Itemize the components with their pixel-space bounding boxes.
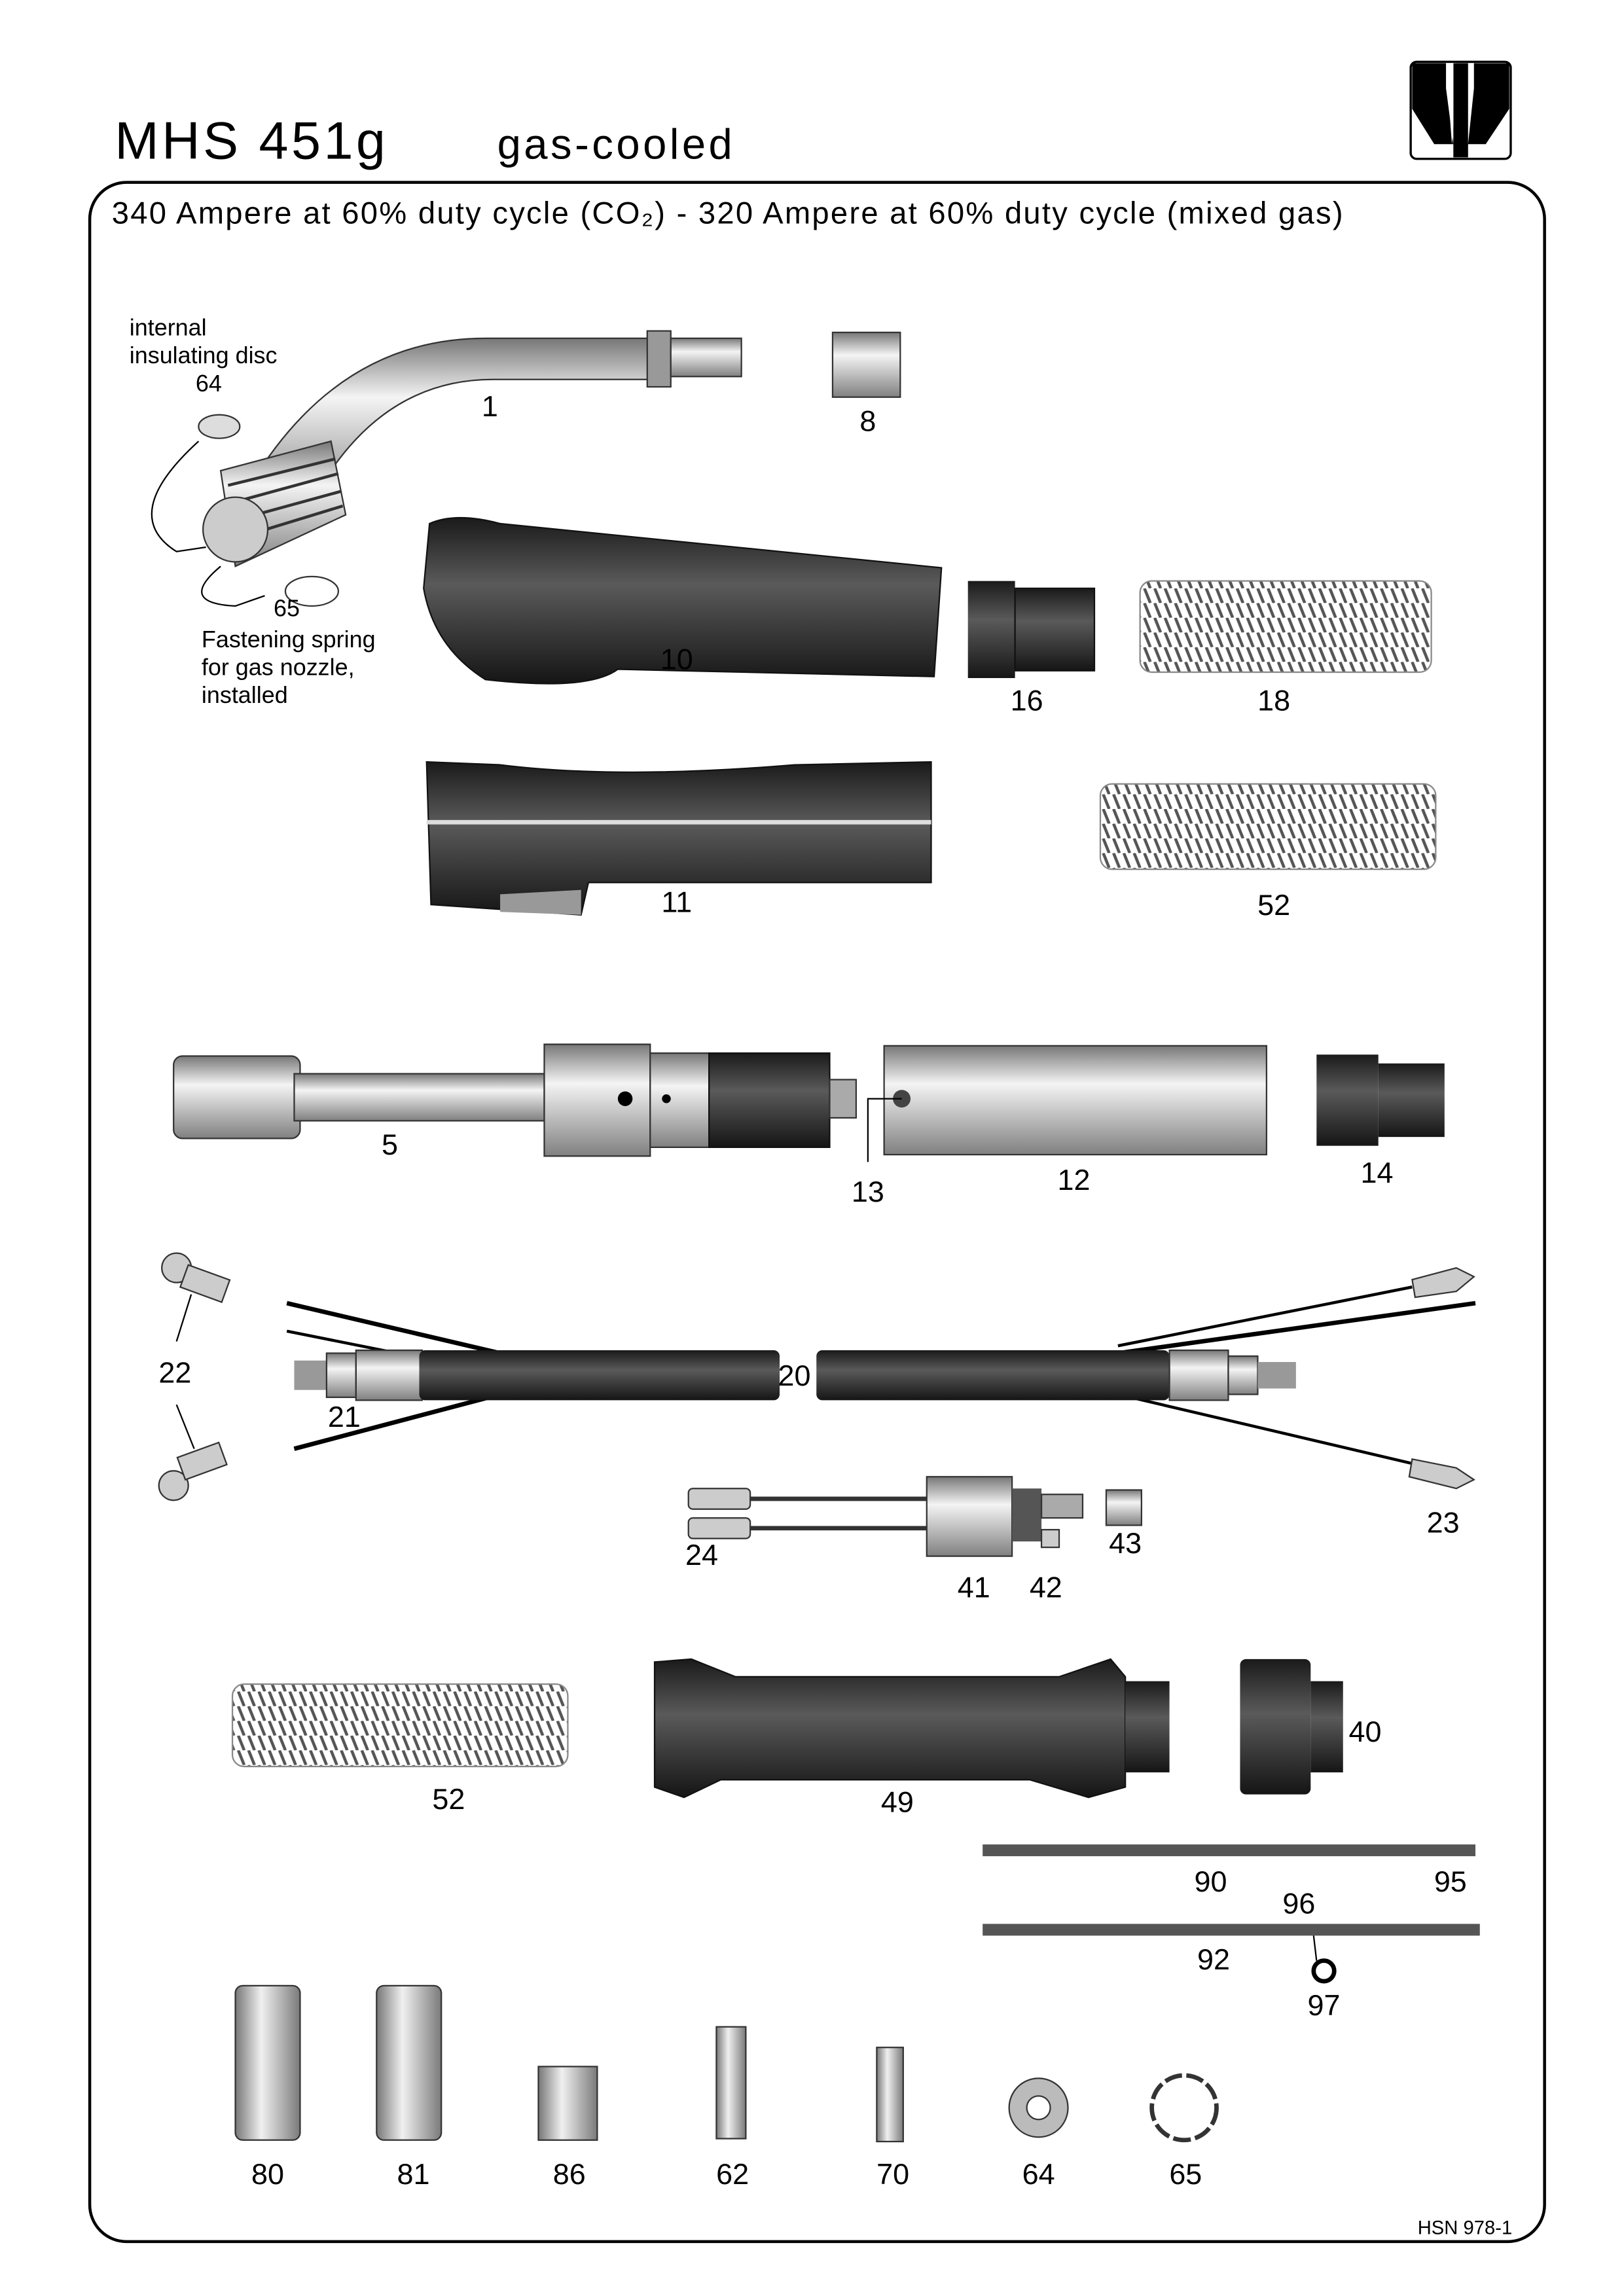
part-number: 23 bbox=[1427, 1506, 1460, 1539]
part-number: 20 bbox=[778, 1359, 811, 1392]
part-22-cable-lug bbox=[158, 1252, 231, 1501]
annotation-text: installed bbox=[202, 681, 288, 708]
part-11-handle-shell bbox=[425, 761, 932, 916]
part-number: 92 bbox=[1197, 1943, 1230, 1976]
part-90-liner bbox=[983, 1844, 1476, 1857]
content-frame bbox=[88, 181, 1546, 2244]
part-number: 8 bbox=[859, 404, 876, 437]
part-43-insert bbox=[1105, 1489, 1143, 1526]
annotation-text: insulating disc bbox=[130, 342, 278, 368]
part-number: 81 bbox=[397, 2157, 429, 2191]
part-5-central-tube bbox=[173, 1043, 857, 1157]
part-52-spring bbox=[231, 1683, 569, 1768]
part-number: 11 bbox=[661, 885, 692, 918]
part-number: 52 bbox=[432, 1782, 465, 1816]
part-14-nut bbox=[1316, 1054, 1445, 1146]
part-10-handle-shell bbox=[423, 516, 943, 685]
annotation-text: Fastening spring bbox=[202, 626, 376, 653]
part-1-swan-neck bbox=[202, 330, 742, 567]
callout-line bbox=[867, 1098, 902, 1162]
part-number: 96 bbox=[1282, 1887, 1315, 1920]
part-number-labels: 1 8 10 16 18 11 52 5 13 12 14 22 21 20 2… bbox=[158, 389, 1466, 2191]
callout-arrow bbox=[151, 440, 206, 552]
callout-arrow bbox=[201, 565, 265, 607]
part-number: 22 bbox=[158, 1355, 191, 1389]
part-number: 95 bbox=[1434, 1865, 1467, 1898]
part-70-contact-tip bbox=[876, 2047, 904, 2143]
part-number: 24 bbox=[685, 1538, 718, 1571]
rating-text: 340 Ampere at 60% duty cycle (CO₂) - 320… bbox=[112, 196, 1344, 231]
part-12-sleeve bbox=[883, 1045, 1268, 1156]
part-number: 90 bbox=[1195, 1865, 1227, 1898]
part-number: 1 bbox=[482, 389, 498, 423]
part-97-o-ring bbox=[1311, 1958, 1337, 1984]
part-41-gas-connector bbox=[687, 1476, 1084, 1557]
part-number: 49 bbox=[881, 1785, 914, 1819]
part-number: 86 bbox=[553, 2157, 586, 2191]
part-40-end-cap bbox=[1240, 1659, 1343, 1795]
part-number: 64 bbox=[1022, 2157, 1055, 2191]
part-52-spring bbox=[1099, 783, 1437, 870]
part-number: 41 bbox=[958, 1571, 990, 1604]
part-62-tip-adaptor bbox=[715, 2026, 747, 2140]
callout-line bbox=[1312, 1935, 1318, 1961]
part-number: 43 bbox=[1109, 1526, 1142, 1560]
model-title: MHS 451g bbox=[115, 112, 388, 171]
part-80-gas-nozzle bbox=[234, 1984, 301, 2141]
part-18-spring bbox=[1139, 580, 1432, 673]
part-81-gas-nozzle bbox=[376, 1984, 442, 2141]
part-number: 40 bbox=[1348, 1715, 1381, 1748]
part-86-spacer bbox=[537, 2066, 598, 2141]
part-number: 97 bbox=[1308, 1988, 1341, 2022]
part-number: 5 bbox=[382, 1128, 398, 1161]
document-id: HSN 978-1 bbox=[1418, 2218, 1512, 2239]
annotation-text: 64 bbox=[196, 370, 222, 397]
part-number: 42 bbox=[1030, 1571, 1062, 1604]
fastening-spring-icon bbox=[284, 575, 340, 607]
part-number: 18 bbox=[1257, 683, 1290, 717]
part-number: 21 bbox=[328, 1400, 361, 1433]
part-number: 70 bbox=[876, 2157, 909, 2191]
part-49-handle-body bbox=[653, 1658, 1170, 1799]
insulating-disc-icon bbox=[198, 414, 241, 439]
part-number: 16 bbox=[1011, 683, 1043, 717]
part-92-liner bbox=[983, 1924, 1480, 1936]
part-number: 13 bbox=[852, 1175, 884, 1208]
annotation-text: 65 bbox=[274, 595, 300, 622]
part-number: 65 bbox=[1169, 2157, 1202, 2191]
part-number: 12 bbox=[1058, 1163, 1091, 1196]
cooling-type: gas-cooled bbox=[497, 120, 736, 168]
part-number: 52 bbox=[1257, 888, 1290, 922]
annotation-text: for gas nozzle, bbox=[202, 654, 355, 681]
part-number: 14 bbox=[1360, 1156, 1393, 1189]
brand-logo bbox=[1409, 60, 1512, 160]
part-number: 10 bbox=[660, 643, 693, 676]
part-number: 62 bbox=[716, 2157, 749, 2191]
part-number: 80 bbox=[251, 2157, 284, 2191]
part-16-nut bbox=[967, 581, 1096, 678]
disc-hole bbox=[1026, 2095, 1051, 2121]
part-8-insulator bbox=[831, 331, 901, 398]
annotation-text: internal bbox=[130, 314, 207, 340]
part-20-cable-assembly bbox=[286, 1266, 1476, 1490]
part-65-fastening-spring bbox=[1149, 2073, 1219, 2143]
